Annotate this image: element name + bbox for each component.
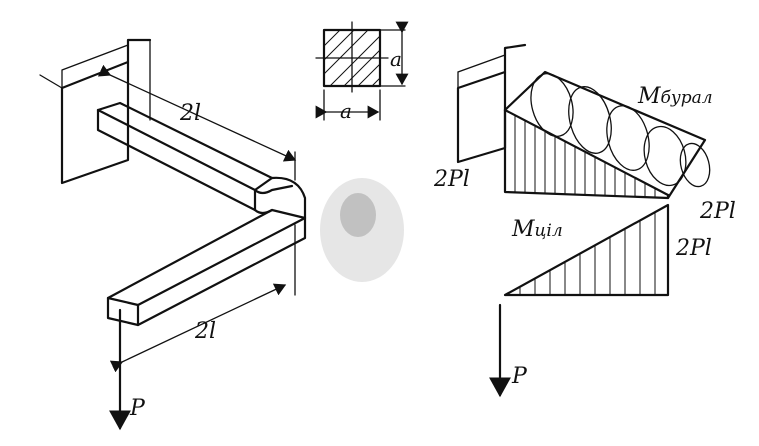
bending-moment-value-right: 2Pl [699,199,736,224]
shear-moment-diagram [503,203,670,297]
wall-left [39,38,152,185]
section-side-vertical-label: a [390,47,402,71]
dimension-bottom [109,224,296,373]
smudge [320,178,404,282]
length-top-label: 2l [179,101,201,126]
load-left-label: P [129,396,146,421]
cross-section [315,21,409,121]
shear-moment-subscript: ціл [535,221,563,241]
bending-moment-value-left: 2Pl [433,167,470,192]
shear-moment-symbol: M [511,217,535,242]
section-side-horizontal-label: a [340,99,352,123]
bending-moment-diagram [503,70,711,200]
bending-moment-symbol: M [637,84,661,109]
shear-moment-label: Mціл [511,217,563,242]
bending-moment-subscript: бурал [661,88,713,108]
dimension-top [97,39,297,181]
length-bottom-label: 2l [194,319,216,344]
bending-moment-label: Mбурал [637,84,713,109]
load-right-label: P [511,364,528,389]
shear-moment-value: 2Pl [675,236,712,261]
